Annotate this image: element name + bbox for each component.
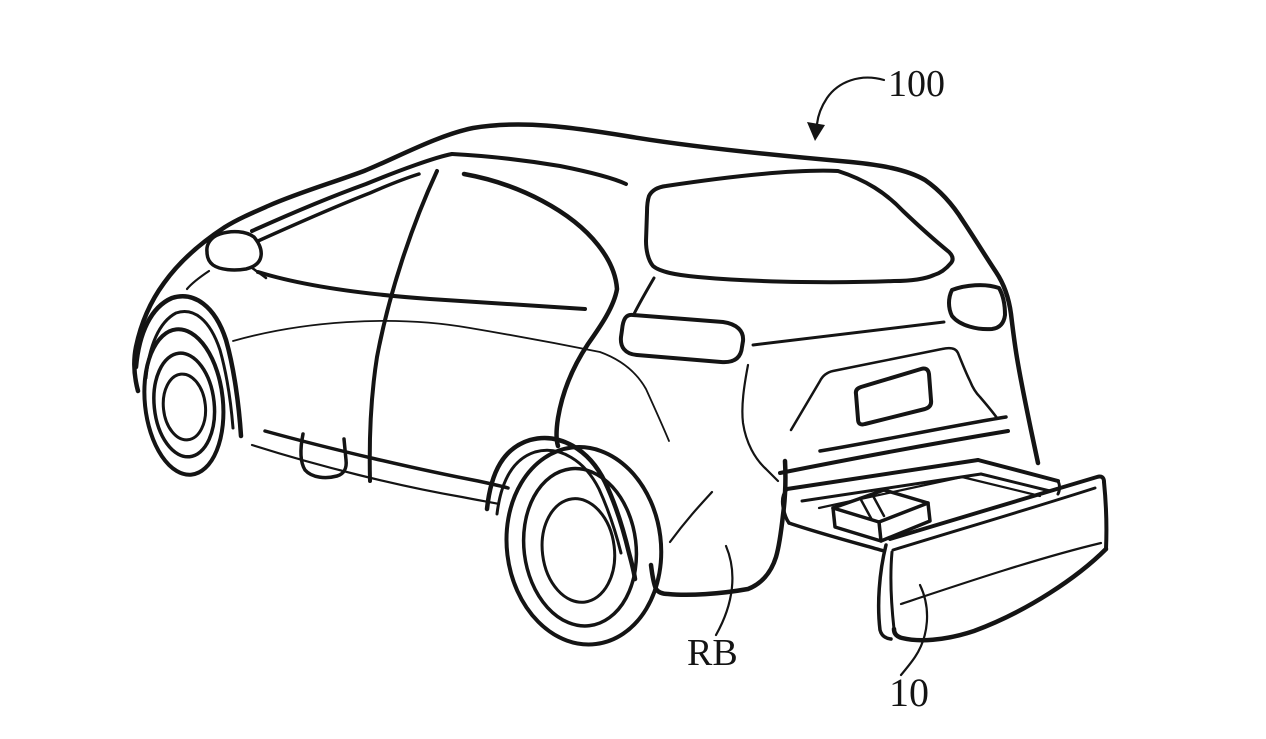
stored-box — [831, 488, 932, 543]
storage-drawer — [780, 458, 1109, 643]
stored-box-right-face — [879, 501, 932, 543]
front-wheel-arch-outer — [133, 294, 244, 439]
license-plate — [853, 366, 934, 427]
drawer-rim-back-outer — [785, 458, 980, 491]
stored-box-lid-seam-2 — [870, 492, 886, 518]
stored-box-lid-seam-1 — [858, 496, 874, 522]
rear-wheel-hub — [540, 497, 617, 604]
mirror-mount-line — [249, 265, 268, 280]
label-100-group: 100 — [807, 63, 945, 141]
front-wheel-hub — [161, 372, 208, 442]
front-wheel-face — [152, 351, 217, 459]
fascia-right-edge — [1102, 480, 1109, 551]
rear-wheel — [484, 435, 664, 647]
fascia-crease-line — [899, 541, 1103, 606]
car-body — [132, 122, 1041, 483]
hatch-left-pillar-line — [632, 276, 656, 316]
quarter-bumper-seam — [741, 363, 780, 483]
reference-annotations: 100 RB 10 — [687, 63, 945, 715]
bumper-corner-crease — [668, 490, 714, 544]
rear-tire — [504, 445, 664, 647]
mirror-housing — [205, 229, 263, 272]
drawer-rim-right-outer — [976, 458, 1060, 483]
roof-drip-line — [450, 152, 628, 186]
c-pillar-curve — [461, 171, 620, 449]
label-rb-group: RB — [687, 544, 738, 674]
front-wheel — [133, 294, 348, 480]
drawer-rim-left-cap — [780, 487, 791, 525]
fascia-top-edge-outer — [888, 474, 1106, 541]
label-10-group: 10 — [889, 583, 929, 715]
front-wheel-arch-inner — [144, 310, 235, 430]
label-100-arrowhead-icon — [807, 122, 825, 141]
fascia-left-edge-inner — [889, 550, 896, 631]
label-10-leader — [899, 583, 929, 677]
body-crease-line — [232, 320, 670, 442]
label-rb-leader — [714, 544, 734, 637]
cowl-line — [185, 269, 211, 291]
front-mudflap — [299, 432, 348, 480]
taillight-crease-line — [751, 320, 946, 347]
rocker-panel — [250, 429, 510, 506]
right-taillight — [947, 283, 1007, 332]
rocker-lower-line — [250, 443, 501, 506]
rocker-upper-line — [263, 429, 510, 490]
fascia-left-edge-outer — [876, 543, 893, 641]
a-pillar-upper-line — [250, 152, 454, 233]
fascia-top-edge-inner — [891, 486, 1097, 552]
rear-wheel-arch-inner — [495, 448, 623, 555]
rear-window — [644, 168, 955, 285]
drawer-floor-right-edge — [960, 475, 1042, 498]
label-100: 100 — [888, 63, 945, 105]
rear-bumper — [648, 363, 1010, 598]
a-pillar-lower-line — [256, 172, 421, 243]
tailgate — [618, 168, 1007, 432]
rear-wheel-face — [521, 466, 639, 628]
tailgate-bottom-edge — [818, 415, 1008, 453]
fascia-bottom-edge — [891, 546, 1109, 643]
bumper-top-sill — [778, 429, 1010, 475]
label-rb: RB — [687, 632, 738, 674]
license-plate-recess — [789, 346, 999, 432]
beltline — [256, 270, 587, 311]
bumper-outline — [648, 458, 788, 598]
stored-box-front-face — [831, 506, 883, 543]
side-mirror — [205, 229, 268, 280]
label-10: 10 — [889, 670, 929, 715]
front-tire — [142, 327, 226, 477]
body-silhouette — [132, 122, 1041, 466]
label-100-leader — [815, 76, 886, 126]
rear-wheel-arch-outer — [484, 435, 638, 582]
drawer-front-panel — [876, 474, 1109, 643]
drawer-rim-right-inner — [979, 472, 1052, 493]
door-line — [367, 169, 439, 483]
drawer-near-wall-bottom — [787, 521, 886, 553]
left-taillight — [618, 312, 746, 365]
